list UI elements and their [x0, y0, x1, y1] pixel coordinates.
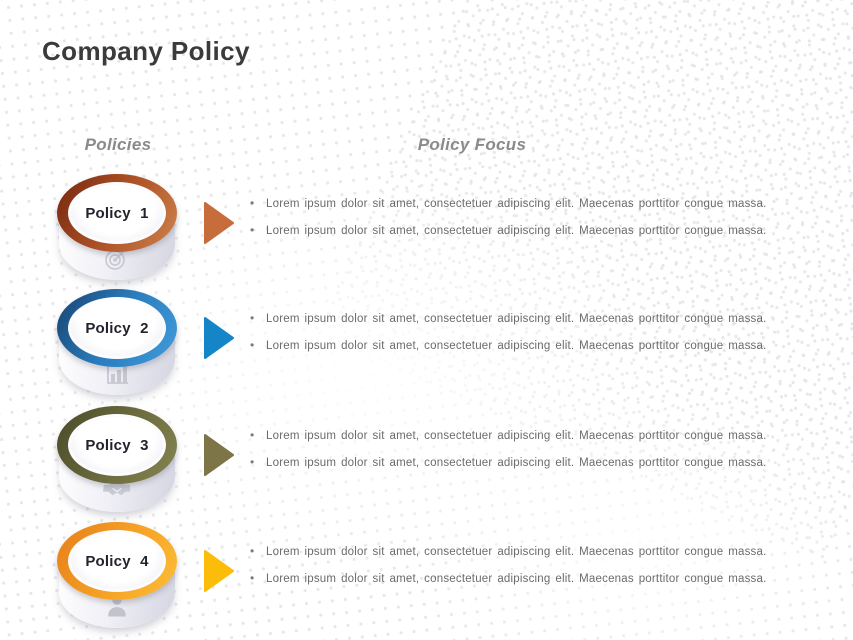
bullet-item: • Lorem ipsum dolor sit amet, consectetu… — [250, 422, 766, 449]
policy-4-cylinder: Policy 4 — [57, 522, 177, 628]
bullet-item: • Lorem ipsum dolor sit amet, consectetu… — [250, 449, 766, 476]
cylinder-ring: Policy 1 — [57, 174, 177, 252]
policy-1-cylinder: Policy 1 — [57, 174, 177, 280]
bullet-dot: • — [250, 338, 255, 352]
cylinder-top-face: Policy 2 — [68, 297, 166, 359]
bullet-text: Lorem ipsum dolor sit amet, consectetuer… — [266, 430, 767, 442]
policy-2-focus-text: • Lorem ipsum dolor sit amet, consectetu… — [250, 305, 766, 359]
bullet-text: Lorem ipsum dolor sit amet, consectetuer… — [266, 225, 767, 237]
column-header-policies: Policies — [84, 135, 152, 154]
policy-2-cylinder: Policy 2 — [57, 289, 177, 395]
policy-3-cylinder: Policy 3 — [57, 406, 177, 512]
cylinder-top-face: Policy 3 — [68, 414, 166, 476]
policy-3-focus-text: • Lorem ipsum dolor sit amet, consectetu… — [250, 422, 766, 476]
bullet-item: • Lorem ipsum dolor sit amet, consectetu… — [250, 190, 766, 217]
right-arrow-icon — [204, 202, 234, 244]
policy-row-2: Policy 2 • Lorem ipsum dolor sit amet, c… — [0, 289, 853, 409]
policy-row-3: Policy 3 • Lorem ipsum dolor sit amet, c… — [0, 406, 853, 526]
bullet-dot: • — [250, 196, 255, 210]
policy-1-focus-text: • Lorem ipsum dolor sit amet, consectetu… — [250, 190, 766, 244]
cylinder-ring: Policy 2 — [57, 289, 177, 367]
bullet-text: Lorem ipsum dolor sit amet, consectetuer… — [266, 340, 767, 352]
policy-label: Policy 2 — [85, 319, 149, 337]
bullet-dot: • — [250, 428, 255, 442]
bullet-item: • Lorem ipsum dolor sit amet, consectetu… — [250, 538, 766, 565]
bullet-dot: • — [250, 223, 255, 237]
cylinder-top-face: Policy 4 — [68, 530, 166, 592]
bullet-text: Lorem ipsum dolor sit amet, consectetuer… — [266, 457, 767, 469]
bar-chart-icon — [103, 359, 131, 387]
bullet-text: Lorem ipsum dolor sit amet, consectetuer… — [266, 546, 767, 558]
right-arrow-icon — [204, 434, 234, 476]
policy-label: Policy 4 — [85, 552, 149, 570]
cylinder-top-face: Policy 1 — [68, 182, 166, 244]
policy-4-focus-text: • Lorem ipsum dolor sit amet, consectetu… — [250, 538, 766, 592]
bullet-text: Lorem ipsum dolor sit amet, consectetuer… — [266, 573, 767, 585]
policy-label: Policy 1 — [85, 204, 149, 222]
bullet-text: Lorem ipsum dolor sit amet, consectetuer… — [266, 198, 767, 210]
bullet-item: • Lorem ipsum dolor sit amet, consectetu… — [250, 305, 766, 332]
right-arrow-icon — [204, 550, 234, 592]
bullet-dot: • — [250, 571, 255, 585]
bullet-dot: • — [250, 544, 255, 558]
bullet-item: • Lorem ipsum dolor sit amet, consectetu… — [250, 217, 766, 244]
bullet-item: • Lorem ipsum dolor sit amet, consectetu… — [250, 565, 766, 592]
column-header-policy-focus: Policy Focus — [417, 135, 527, 154]
policy-label: Policy 3 — [85, 436, 149, 454]
bullet-text: Lorem ipsum dolor sit amet, consectetuer… — [266, 313, 767, 325]
handshake-icon — [103, 476, 131, 504]
cylinder-ring: Policy 3 — [57, 406, 177, 484]
page-title: Company Policy — [42, 36, 250, 66]
bullet-dot: • — [250, 311, 255, 325]
bullet-dot: • — [250, 455, 255, 469]
cylinder-ring: Policy 4 — [57, 522, 177, 600]
right-arrow-icon — [204, 317, 234, 359]
bullet-item: • Lorem ipsum dolor sit amet, consectetu… — [250, 332, 766, 359]
policy-row-4: Policy 4 • Lorem ipsum dolor sit amet, c… — [0, 522, 853, 640]
policy-row-1: Policy 1 • Lorem ipsum dolor sit amet, c… — [0, 174, 853, 294]
